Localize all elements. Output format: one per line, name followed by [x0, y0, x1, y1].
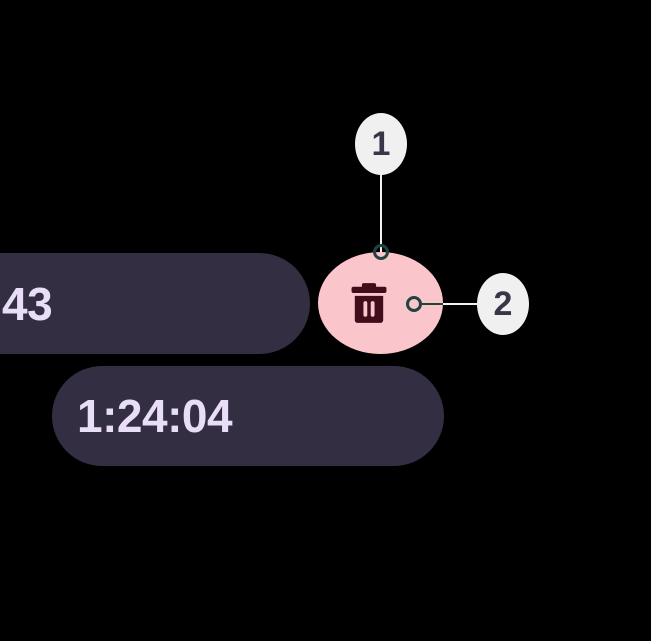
count-chip[interactable]: 43	[0, 253, 310, 354]
annotation-1-anchor-ring	[373, 244, 389, 260]
annotation-badge-1-label: 1	[371, 125, 391, 163]
duration-chip[interactable]: 1:24:04	[52, 366, 444, 466]
annotation-1-connector-line	[380, 172, 382, 252]
annotation-badge-2[interactable]: 2	[477, 273, 529, 335]
trash-icon	[346, 280, 392, 326]
duration-chip-label: 1:24:04	[77, 390, 233, 442]
annotation-2-connector-line-inner	[421, 303, 443, 305]
annotation-2-connector-line	[421, 303, 481, 305]
annotation-badge-2-label: 2	[493, 285, 513, 323]
annotation-badge-1[interactable]: 1	[355, 113, 407, 175]
annotation-2-anchor-ring	[406, 296, 422, 312]
count-chip-label: 43	[2, 277, 53, 330]
